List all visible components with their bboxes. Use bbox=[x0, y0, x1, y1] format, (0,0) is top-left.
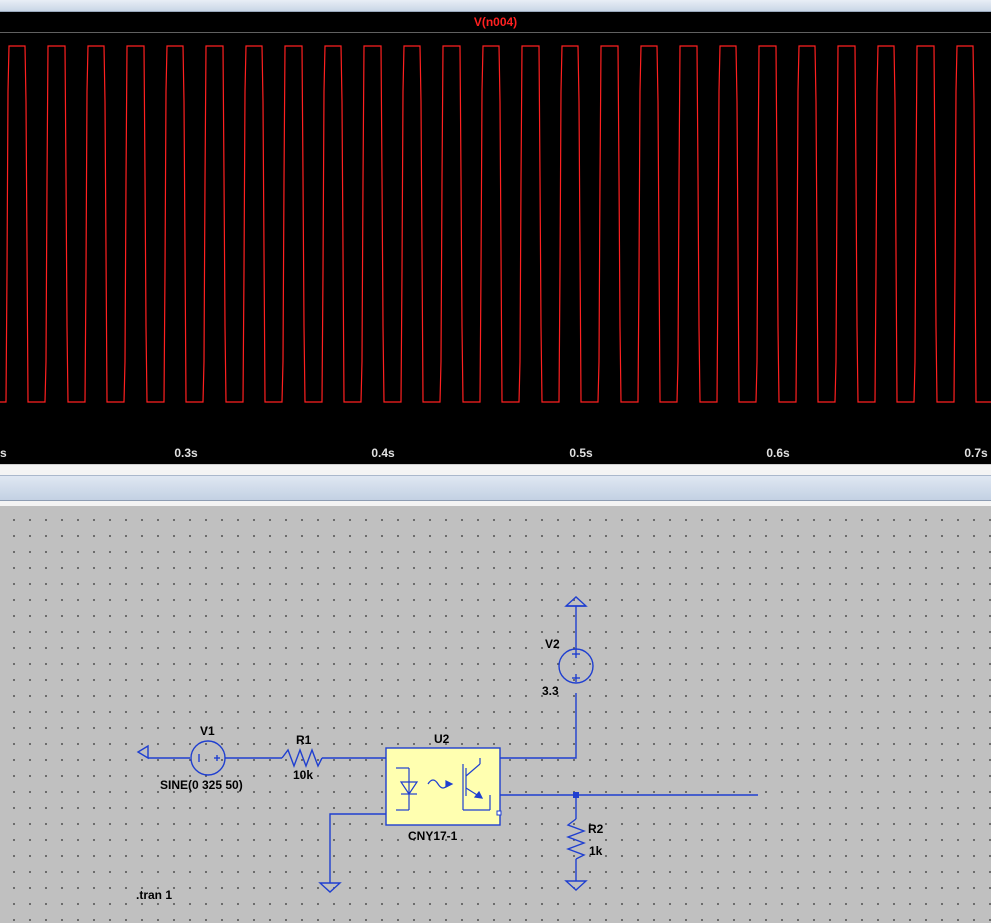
r2-value[interactable]: 1k bbox=[589, 844, 603, 858]
plot-area[interactable] bbox=[0, 32, 991, 441]
x-tick-0-3s: 0.3s bbox=[174, 446, 198, 460]
pane-splitter[interactable] bbox=[0, 464, 991, 507]
r2-name[interactable]: R2 bbox=[588, 822, 604, 836]
x-tick-label: s bbox=[0, 446, 7, 460]
schematic-canvas[interactable]: V1 SINE(0 325 50) R1 10k U2 CNY17-1 V2 3… bbox=[0, 506, 991, 923]
u2-optocoupler-body bbox=[385, 747, 501, 826]
waveform-window-strip bbox=[0, 0, 991, 12]
v2-value[interactable]: 3.3 bbox=[542, 684, 559, 698]
schematic-window-strip bbox=[0, 475, 991, 501]
u2-name[interactable]: U2 bbox=[434, 732, 450, 746]
v1-name[interactable]: V1 bbox=[200, 724, 215, 738]
v2-name[interactable]: V2 bbox=[545, 637, 560, 651]
transistor-collector bbox=[465, 763, 481, 777]
v2-supply-arrow-icon bbox=[564, 596, 588, 607]
x-tick-0-6s: 0.6s bbox=[766, 446, 790, 460]
r2-ground-icon bbox=[564, 880, 588, 891]
x-tick-0-5s: 0.5s bbox=[569, 446, 593, 460]
u2-pin-square bbox=[496, 810, 502, 816]
transistor-icon bbox=[473, 790, 484, 799]
r1-resistor-icon bbox=[281, 748, 323, 768]
v1-ground-icon bbox=[136, 744, 149, 760]
spice-directive[interactable]: .tran 1 bbox=[136, 888, 173, 902]
v2-source-icon bbox=[558, 648, 594, 684]
r1-name[interactable]: R1 bbox=[296, 733, 312, 747]
trace-label[interactable]: V(n004) bbox=[0, 13, 991, 31]
light-emission-icon bbox=[427, 779, 449, 789]
u2-ground-icon bbox=[318, 882, 342, 893]
x-tick-0-4s: 0.4s bbox=[371, 446, 395, 460]
x-axis bbox=[0, 440, 991, 464]
x-tick-0-7s: 0.7s bbox=[964, 446, 988, 460]
schematic-drawing bbox=[136, 596, 758, 893]
v1-value[interactable]: SINE(0 325 50) bbox=[160, 778, 243, 792]
r1-value[interactable]: 10k bbox=[293, 768, 314, 782]
trace-line bbox=[0, 45, 991, 403]
u2-value[interactable]: CNY17-1 bbox=[408, 829, 458, 843]
output-junction-dot bbox=[573, 792, 579, 798]
led-icon bbox=[399, 781, 419, 796]
waveform-trace bbox=[0, 45, 991, 403]
r2-resistor-icon bbox=[566, 818, 586, 860]
